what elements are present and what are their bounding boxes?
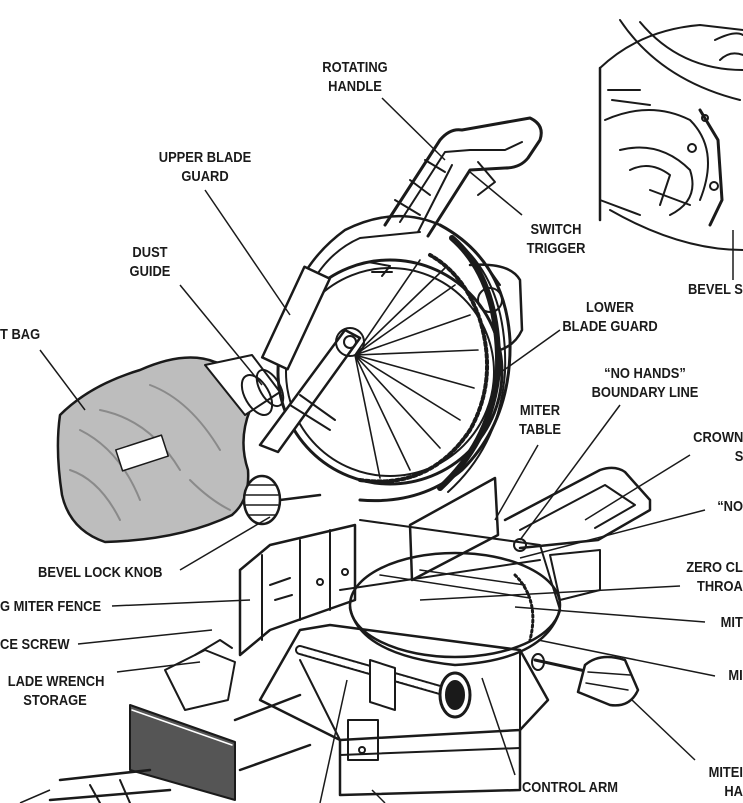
leader-lines xyxy=(19,97,734,803)
label-fence-screw: CE SCREW xyxy=(0,636,70,653)
clamp-rod xyxy=(295,645,472,719)
label-mi: MI xyxy=(728,667,743,684)
label-control-arm: CONTROL ARM xyxy=(521,779,619,796)
bevel-lock-knob-shape xyxy=(242,474,322,526)
miter-fence-shape xyxy=(238,523,357,657)
miter-table-base xyxy=(258,519,562,797)
saw-head xyxy=(258,214,524,503)
miter-handle-shape xyxy=(531,653,640,707)
label-mit: MIT xyxy=(720,614,743,631)
label-miter-fence: G MITER FENCE xyxy=(0,598,102,615)
rotating-handle xyxy=(383,116,543,238)
label-dust-bag: T BAG xyxy=(0,326,41,343)
label-bevel-scale: BEVEL S xyxy=(688,281,743,298)
label-no-partial: “NO xyxy=(717,498,743,515)
label-no-hands-boundary-line: “NO HANDS”BOUNDARY LINE xyxy=(591,365,699,401)
label-bevel-lock-knob: BEVEL LOCK KNOB xyxy=(38,564,163,581)
bevel-scale-inset xyxy=(598,19,743,251)
bottom-clamp xyxy=(48,639,312,803)
dust-bag xyxy=(56,354,285,544)
